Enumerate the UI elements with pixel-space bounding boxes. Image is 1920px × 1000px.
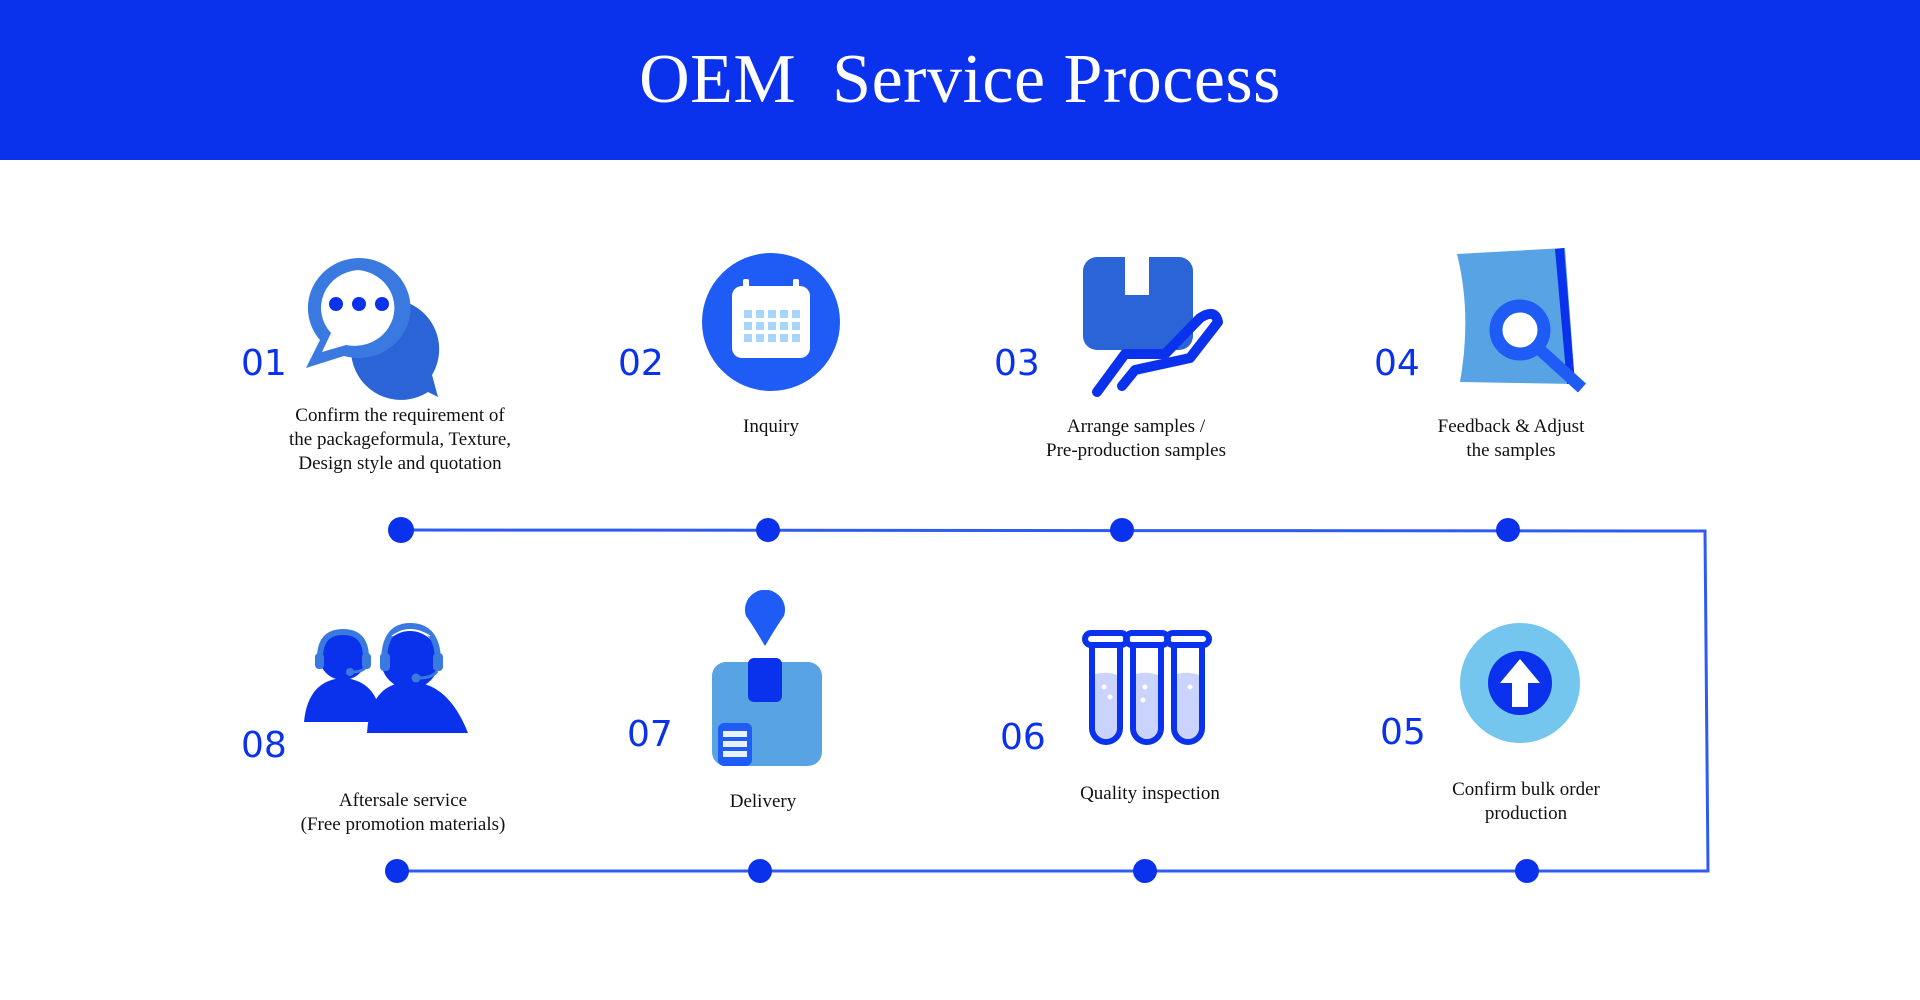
timeline-dot-03 (1110, 518, 1134, 542)
upload-arrow-circle-icon (1460, 623, 1580, 743)
hand-holding-box-icon (1083, 257, 1223, 397)
timeline-dot-06 (1133, 859, 1157, 883)
package-location-icon (712, 590, 822, 766)
timeline-dot-05 (1515, 859, 1539, 883)
step-number: 04 (1374, 343, 1420, 384)
timeline-dot-04 (1496, 518, 1520, 542)
support-headset-icon (304, 622, 468, 733)
step-number: 05 (1380, 712, 1426, 753)
step-label: Confirm bulk order production (1452, 779, 1600, 824)
step-number: 07 (627, 714, 673, 755)
step-number: 08 (241, 725, 287, 766)
page-title: OEM Service Process (639, 41, 1281, 118)
step-label: Feedback & Adjust the samples (1437, 416, 1585, 461)
timeline-dot-08 (385, 859, 409, 883)
step-number: 03 (994, 343, 1040, 384)
step-number: 01 (241, 343, 287, 384)
step-label: Inquiry (743, 416, 799, 437)
step-number: 02 (618, 343, 664, 384)
step-label: Arrange samples / Pre-production samples (1046, 416, 1226, 461)
step-label: Delivery (729, 791, 797, 812)
header-banner: OEM Service Process (0, 0, 1920, 160)
test-tubes-icon (1082, 630, 1212, 745)
timeline-dot-02 (756, 518, 780, 542)
chat-bubbles-icon (306, 257, 440, 400)
timeline-dot-01 (388, 517, 414, 543)
timeline-dot-07 (748, 859, 772, 883)
step-label: Aftersale service (Free promotion materi… (300, 790, 506, 835)
document-search-icon (1457, 248, 1587, 393)
step-label: Quality inspection (1080, 783, 1220, 804)
step-number: 06 (1000, 717, 1046, 758)
calendar-icon (702, 253, 840, 391)
step-label: Confirm the requirement of the packagefo… (289, 405, 511, 474)
